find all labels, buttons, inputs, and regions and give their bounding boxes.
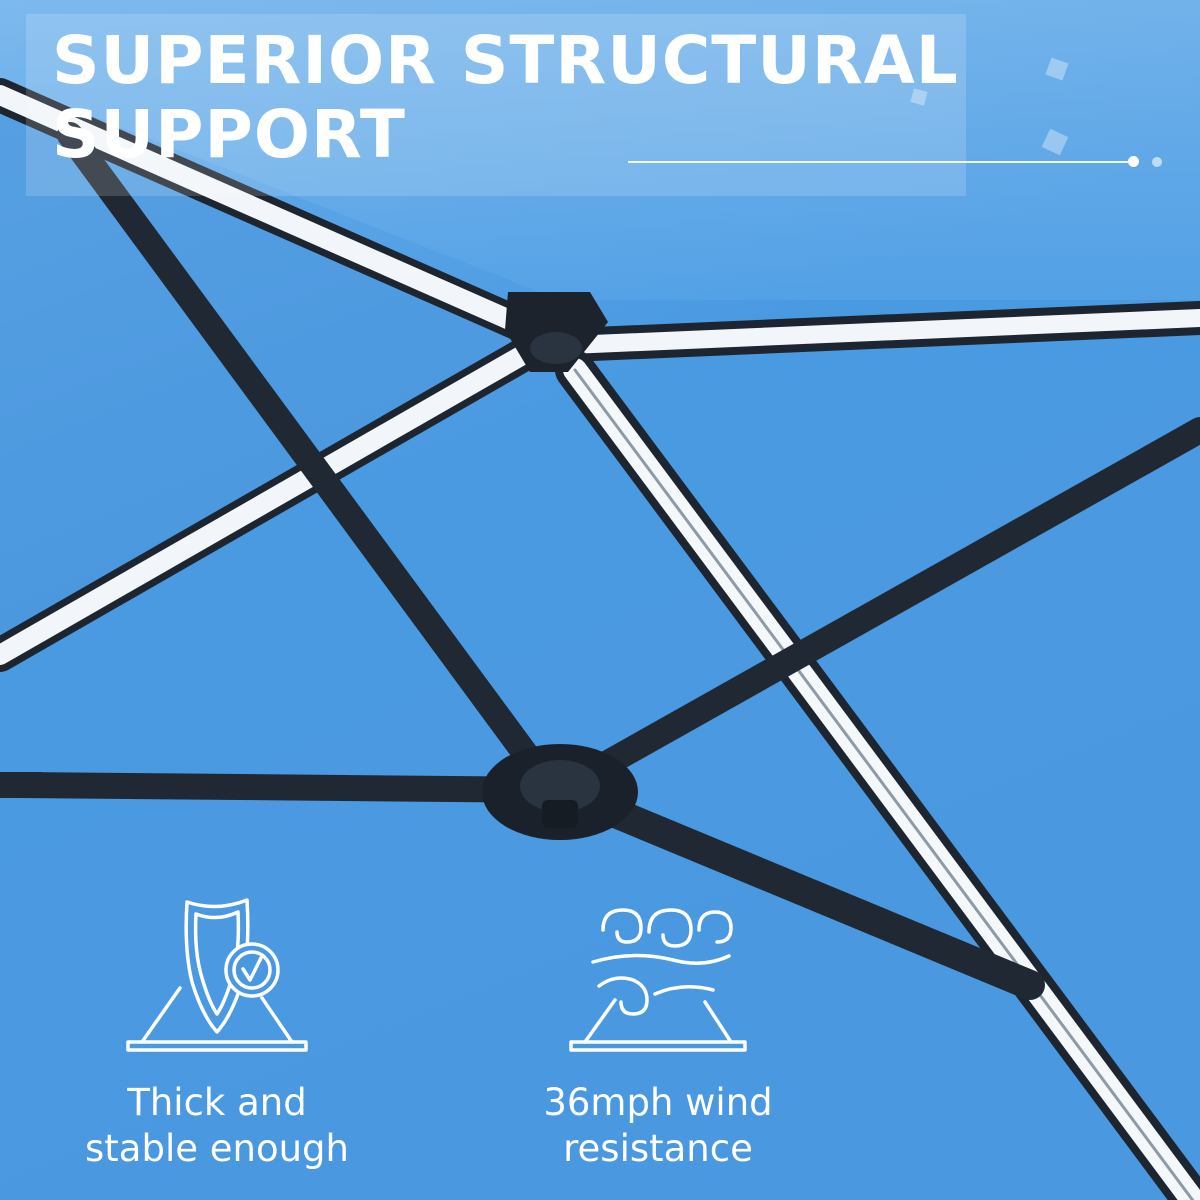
feature-label-line-1: Thick and (127, 1081, 307, 1124)
feature-label-line-2: resistance (563, 1127, 753, 1170)
page-title: SUPERIOR STRUCTURAL SUPPORT (52, 24, 959, 172)
wind-icon (569, 908, 747, 1052)
decorative-squares (910, 57, 1069, 156)
title-band (26, 14, 966, 196)
title-rule (628, 161, 1128, 163)
rule-dot (1128, 156, 1139, 167)
feature-label: 36mph wind resistance (478, 1080, 838, 1172)
feature-label-line-2: stable enough (85, 1127, 349, 1170)
feature-wind-resistance: 36mph wind resistance (478, 890, 838, 1172)
canopy-upper-panel (0, 0, 1200, 300)
title-line-1: SUPERIOR STRUCTURAL (52, 22, 959, 99)
feature-thick-stable: Thick and stable enough (37, 890, 397, 1172)
feature-label-line-1: 36mph wind (543, 1081, 773, 1124)
white-poles (0, 78, 1200, 1200)
center-hub (482, 744, 638, 840)
feature-label: Thick and stable enough (37, 1080, 397, 1172)
rule-dot (1152, 157, 1162, 167)
title-line-2: SUPPORT (52, 96, 406, 173)
dark-struts (0, 122, 1200, 1000)
top-hub (505, 292, 608, 372)
shield-check-icon (126, 898, 308, 1052)
